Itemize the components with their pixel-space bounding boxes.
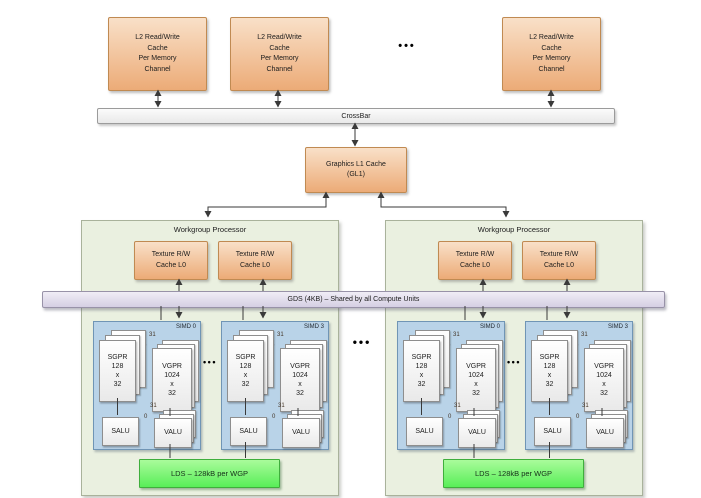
texture-l0-cache: Texture R/W Cache L0 xyxy=(522,241,596,280)
valu-unit: VALU xyxy=(458,418,496,448)
simd-block-3: SIMD 3 31 0 SGPR 128 x 32 VGPR 1024 x 32… xyxy=(221,321,329,450)
vgpr-index-hi: 31 xyxy=(277,332,284,338)
salu-unit: SALU xyxy=(230,417,267,446)
valu-index-hi: 31 xyxy=(150,403,157,409)
valu-unit: VALU xyxy=(586,418,624,448)
texture-l0-cache: Texture R/W Cache L0 xyxy=(438,241,512,280)
sgpr-register-file: SGPR 128 x 32 xyxy=(403,340,440,402)
lds-box: LDS – 128kB per WGP xyxy=(443,459,584,488)
salu-unit: SALU xyxy=(406,417,443,446)
wgp-title: Workgroup Processor xyxy=(477,225,551,234)
simd-block-3: SIMD 3 31 0 SGPR 128 x 32 VGPR 1024 x 32… xyxy=(525,321,633,450)
vgpr-register-file: VGPR 1024 x 32 xyxy=(584,348,624,412)
vgpr-register-file: VGPR 1024 x 32 xyxy=(152,348,192,412)
simd-block-0: SIMD 0 31 0 SGPR 128 x 32 VGPR 1024 x 32… xyxy=(397,321,505,450)
simd-label: SIMD 3 xyxy=(303,324,324,330)
gds-bar: GDS (4KB) – Shared by all Compute Units xyxy=(42,291,665,308)
valu-index-lo: 0 xyxy=(272,414,276,420)
texture-l0-cache: Texture R/W Cache L0 xyxy=(134,241,208,280)
vgpr-index-hi: 31 xyxy=(453,332,460,338)
vgpr-index-hi: 31 xyxy=(149,332,156,338)
sgpr-register-file: SGPR 128 x 32 xyxy=(531,340,568,402)
vgpr-register-file: VGPR 1024 x 32 xyxy=(456,348,496,412)
wgp-title: Workgroup Processor xyxy=(173,225,247,234)
wgp-left-internal-connectors xyxy=(117,278,299,458)
salu-unit: SALU xyxy=(534,417,571,446)
vgpr-register-file: VGPR 1024 x 32 xyxy=(280,348,320,412)
l2-crossbar-arrows xyxy=(154,89,555,108)
valu-index-hi: 31 xyxy=(278,403,285,409)
wgp-ellipsis: ••• xyxy=(352,335,372,349)
valu-index-lo: 0 xyxy=(144,414,148,420)
simd-label: SIMD 0 xyxy=(479,324,500,330)
simd-ellipsis: ••• xyxy=(507,357,521,367)
simd-label: SIMD 0 xyxy=(175,324,196,330)
texture-l0-cache: Texture R/W Cache L0 xyxy=(218,241,292,280)
lds-box: LDS – 128kB per WGP xyxy=(139,459,280,488)
salu-unit: SALU xyxy=(102,417,139,446)
gl1-wgp-branches xyxy=(204,191,510,218)
valu-unit: VALU xyxy=(282,418,320,448)
valu-index-hi: 31 xyxy=(454,403,461,409)
vgpr-index-hi: 31 xyxy=(581,332,588,338)
sgpr-register-file: SGPR 128 x 32 xyxy=(99,340,136,402)
valu-unit: VALU xyxy=(154,418,192,448)
sgpr-register-file: SGPR 128 x 32 xyxy=(227,340,264,402)
workgroup-processor-left: Workgroup Processor Texture R/W Cache L0… xyxy=(81,220,339,496)
l2-cache-box-1: L2 Read/Write Cache Per Memory Channel xyxy=(108,17,207,91)
valu-index-lo: 0 xyxy=(576,414,580,420)
wgp-right-internal-connectors xyxy=(421,278,603,458)
valu-index-hi: 31 xyxy=(582,403,589,409)
simd-ellipsis: ••• xyxy=(203,357,217,367)
workgroup-processor-right: Workgroup Processor Texture R/W Cache L0… xyxy=(385,220,643,496)
l2-ellipsis: ••• xyxy=(398,40,416,52)
gl1-cache-box: Graphics L1 Cache (GL1) xyxy=(305,147,407,193)
simd-label: SIMD 3 xyxy=(607,324,628,330)
simd-block-0: SIMD 0 31 0 SGPR 128 x 32 VGPR 1024 x 32… xyxy=(93,321,201,450)
valu-index-lo: 0 xyxy=(448,414,452,420)
